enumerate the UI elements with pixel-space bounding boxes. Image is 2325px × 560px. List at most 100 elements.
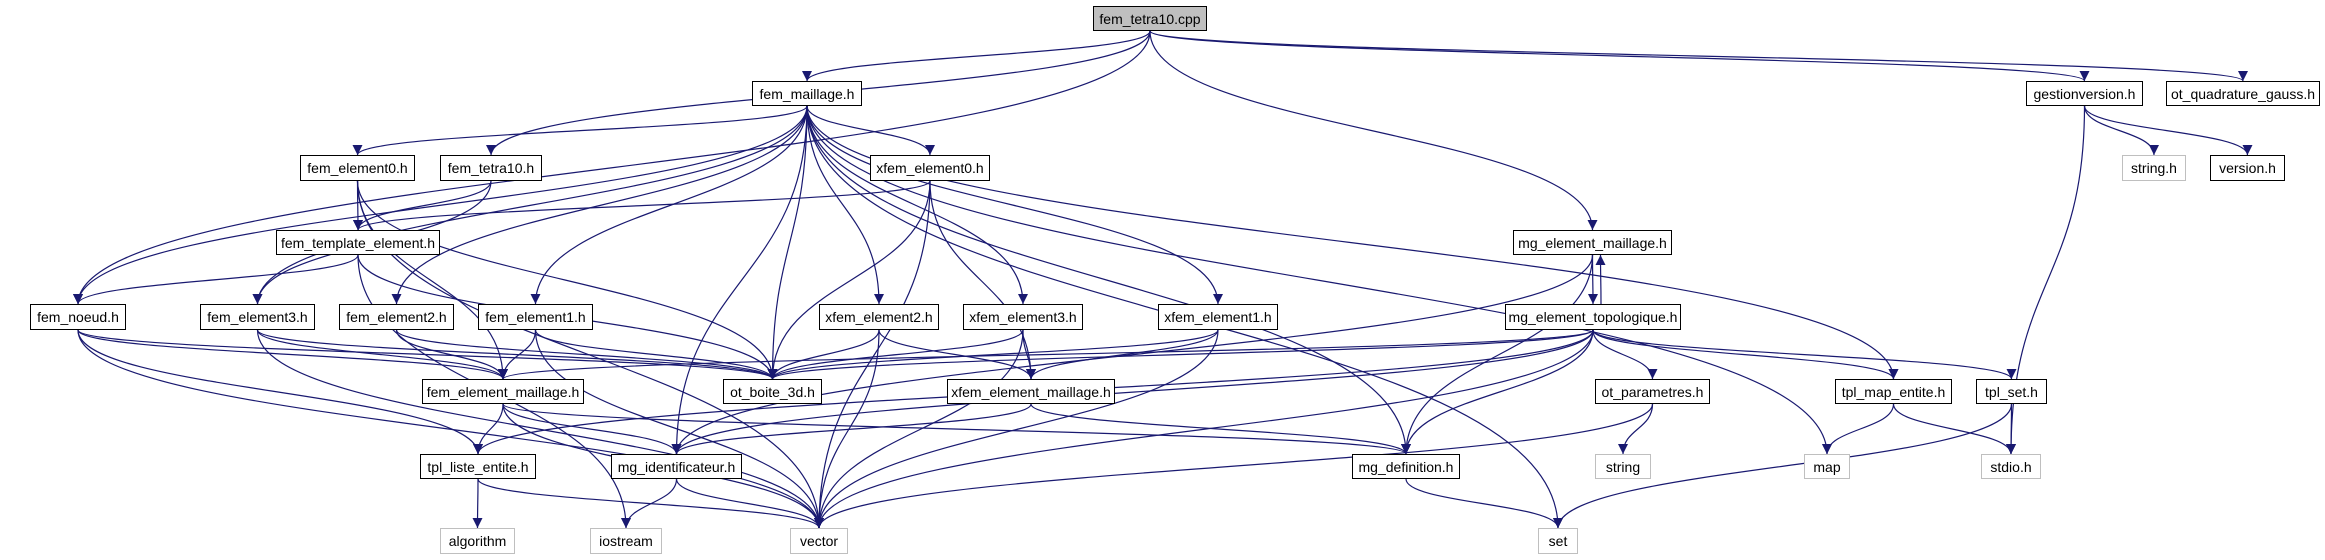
edge-fem_maillage-to-mg_definition: [806, 105, 1411, 455]
edge-xfem_element1-to-vector: [814, 329, 1219, 529]
edge-fem_noeud-to-vector: [77, 329, 824, 529]
node-xfem-element-maillage[interactable]: xfem_element_maillage.h: [947, 379, 1115, 404]
edge-xfem_element0-to-ot_boite_3d: [767, 180, 931, 380]
node-tpl-set[interactable]: tpl_set.h: [1976, 379, 2047, 404]
edge-fem_element1-to-ot_boite_3d: [534, 329, 778, 380]
node-iostream[interactable]: iostream: [590, 528, 662, 554]
node-map[interactable]: map: [1804, 454, 1850, 479]
edge-xfem_element0-to-xfem_element_maillage: [929, 180, 1036, 380]
node-tpl-liste-entite[interactable]: tpl_liste_entite.h: [420, 454, 536, 479]
edge-xfem_element3-to-ot_boite_3d: [767, 329, 1024, 380]
edge-mg_element_topologique-to-fem_element_maillage: [498, 329, 1594, 380]
edge-xfem_element0-to-fem_template_element: [353, 180, 931, 231]
edge-fem_maillage-to-xfem_element1: [806, 105, 1223, 305]
edge-mg_element_topologique-to-tpl_map_entite: [1592, 329, 1899, 380]
edge-tpl_liste_entite-to-vector: [477, 478, 824, 529]
edge-mg_element_topologique-to-tpl_set: [1592, 329, 2017, 380]
edge-xfem_element0-to-vector: [814, 180, 931, 529]
node-mg-identificateur[interactable]: mg_identificateur.h: [611, 454, 742, 479]
edge-fem_tetra10-to-fem_template_element: [353, 180, 492, 231]
edge-ot_parametres-to-vector: [814, 403, 1654, 529]
edge-fem_element_maillage-to-tpl_liste_entite: [473, 403, 504, 455]
node-vector[interactable]: vector: [790, 528, 848, 554]
node-xfem-element0[interactable]: xfem_element0.h: [870, 155, 990, 181]
node-fem-element-maillage[interactable]: fem_element_maillage.h: [422, 379, 584, 404]
node-string-h[interactable]: string.h: [2122, 155, 2186, 181]
edge-fem_maillage-to-map: [806, 105, 1832, 455]
edge-mg_element_topologique-to-ot_parametres: [1592, 329, 1658, 380]
node-gestionversion[interactable]: gestionversion.h: [2026, 81, 2143, 106]
edge-mg_identificateur-to-vector: [675, 478, 824, 529]
node-algorithm[interactable]: algorithm: [440, 528, 515, 554]
node-ot-quadrature-gauss[interactable]: ot_quadrature_gauss.h: [2166, 81, 2320, 106]
edge-mg_definition-to-set: [1405, 478, 1563, 529]
node-xfem-element3[interactable]: xfem_element3.h: [963, 304, 1083, 330]
edge-xfem_element3-to-vector: [814, 329, 1024, 529]
edge-xfem_element1-to-xfem_element_maillage: [1026, 329, 1219, 380]
edge-gestionversion-to-version: [2083, 105, 2253, 156]
edge-cpp-to-fem_noeud: [73, 30, 1151, 305]
edge-cpp-to-mg_element_maillage: [1149, 30, 1598, 231]
node-string[interactable]: string: [1595, 454, 1651, 479]
edge-fem_maillage-to-xfem_element2: [806, 105, 884, 305]
edge-fem_noeud-to-tpl_liste_entite: [77, 329, 483, 455]
node-fem-tetra10[interactable]: fem_tetra10.h: [440, 155, 542, 181]
node-fem-element3[interactable]: fem_element3.h: [200, 304, 315, 330]
edge-fem_maillage-to-xfem_element0: [806, 105, 935, 156]
node-xfem-element1[interactable]: xfem_element1.h: [1158, 304, 1278, 330]
edge-mg_element_maillage-to-mg_definition: [1401, 254, 1594, 455]
edge-mg_identificateur-to-iostream: [621, 478, 678, 529]
edge-cpp-to-gestionversion: [1149, 30, 2090, 82]
edge-fem_noeud-to-ot_boite_3d: [77, 329, 778, 380]
edge-fem_element3-to-ot_boite_3d: [256, 329, 778, 380]
edge-fem_maillage-to-fem_element3: [252, 105, 808, 305]
edge-xfem_element1-to-ot_boite_3d: [767, 329, 1219, 380]
edge-fem_element_maillage-to-mg_definition: [502, 403, 1411, 455]
node-stdio[interactable]: stdio.h: [1981, 454, 2041, 479]
node-fem-element0[interactable]: fem_element0.h: [300, 155, 415, 181]
edge-fem_element1-to-vector: [534, 329, 824, 529]
node-fem-maillage[interactable]: fem_maillage.h: [752, 81, 862, 106]
edge-cpp-to-fem_maillage: [802, 30, 1151, 82]
node-xfem-element2[interactable]: xfem_element2.h: [819, 304, 939, 330]
edge-mg_element_topologique-to-mg_element_maillage: [1595, 254, 1606, 305]
edge-ot_parametres-to-string: [1618, 403, 1654, 455]
node-tpl-map-entite[interactable]: tpl_map_entite.h: [1835, 379, 1952, 404]
edge-xfem_element_maillage-to-mg_identificateur: [671, 403, 1032, 455]
node-fem-element1[interactable]: fem_element1.h: [478, 304, 593, 330]
edge-mg_element_topologique-to-ot_boite_3d: [767, 329, 1594, 380]
edge-fem_noeud-to-fem_element_maillage: [77, 329, 508, 380]
edge-cpp-to-ot_quadrature_gauss: [1149, 30, 2248, 82]
edge-fem_element3-to-fem_element_maillage: [256, 329, 508, 380]
edge-fem_element_maillage-to-mg_identificateur: [502, 403, 682, 455]
edge-xfem_element2-to-xfem_element_maillage: [878, 329, 1036, 380]
edge-tpl_liste_entite-to-algorithm: [472, 478, 483, 529]
node-mg-element-topologique[interactable]: mg_element_topologique.h: [1505, 304, 1681, 330]
edge-fem_maillage-to-fem_noeud: [73, 105, 808, 305]
node-ot-boite-3d[interactable]: ot_boite_3d.h: [723, 379, 822, 404]
edge-fem_maillage-to-fem_element1: [530, 105, 808, 305]
edge-mg_element_maillage-to-mg_identificateur: [671, 254, 1594, 455]
edge-fem_element3-to-vector: [256, 329, 824, 529]
edge-fem_element0-to-ot_boite_3d: [356, 180, 778, 380]
node-ot-parametres[interactable]: ot_parametres.h: [1595, 379, 1710, 404]
edge-fem_maillage-to-xfem_element3: [806, 105, 1028, 305]
node-fem-noeud[interactable]: fem_noeud.h: [30, 304, 126, 330]
node-fem-element2[interactable]: fem_element2.h: [339, 304, 454, 330]
node-set[interactable]: set: [1538, 528, 1578, 554]
edge-fem_element2-to-ot_boite_3d: [395, 329, 778, 380]
edge-mg_element_topologique-to-mg_definition: [1401, 329, 1594, 455]
edge-xfem_element_maillage-to-mg_definition: [1030, 403, 1411, 455]
edge-tpl_map_entite-to-map: [1822, 403, 1895, 455]
edge-fem_maillage-to-fem_element2: [391, 105, 808, 305]
edge-fem_maillage-to-fem_element0: [352, 105, 808, 156]
node-mg-element-maillage[interactable]: mg_element_maillage.h: [1513, 230, 1672, 255]
node-mg-definition[interactable]: mg_definition.h: [1352, 454, 1460, 479]
node-fem-template-element[interactable]: fem_template_element.h: [276, 230, 440, 255]
edge-mg_element_topologique-to-vector: [814, 329, 1594, 529]
node-version[interactable]: version.h: [2210, 155, 2285, 181]
edge-gestionversion-to-string_h: [2083, 105, 2159, 156]
node-cpp[interactable]: fem_tetra10.cpp: [1093, 6, 1207, 31]
